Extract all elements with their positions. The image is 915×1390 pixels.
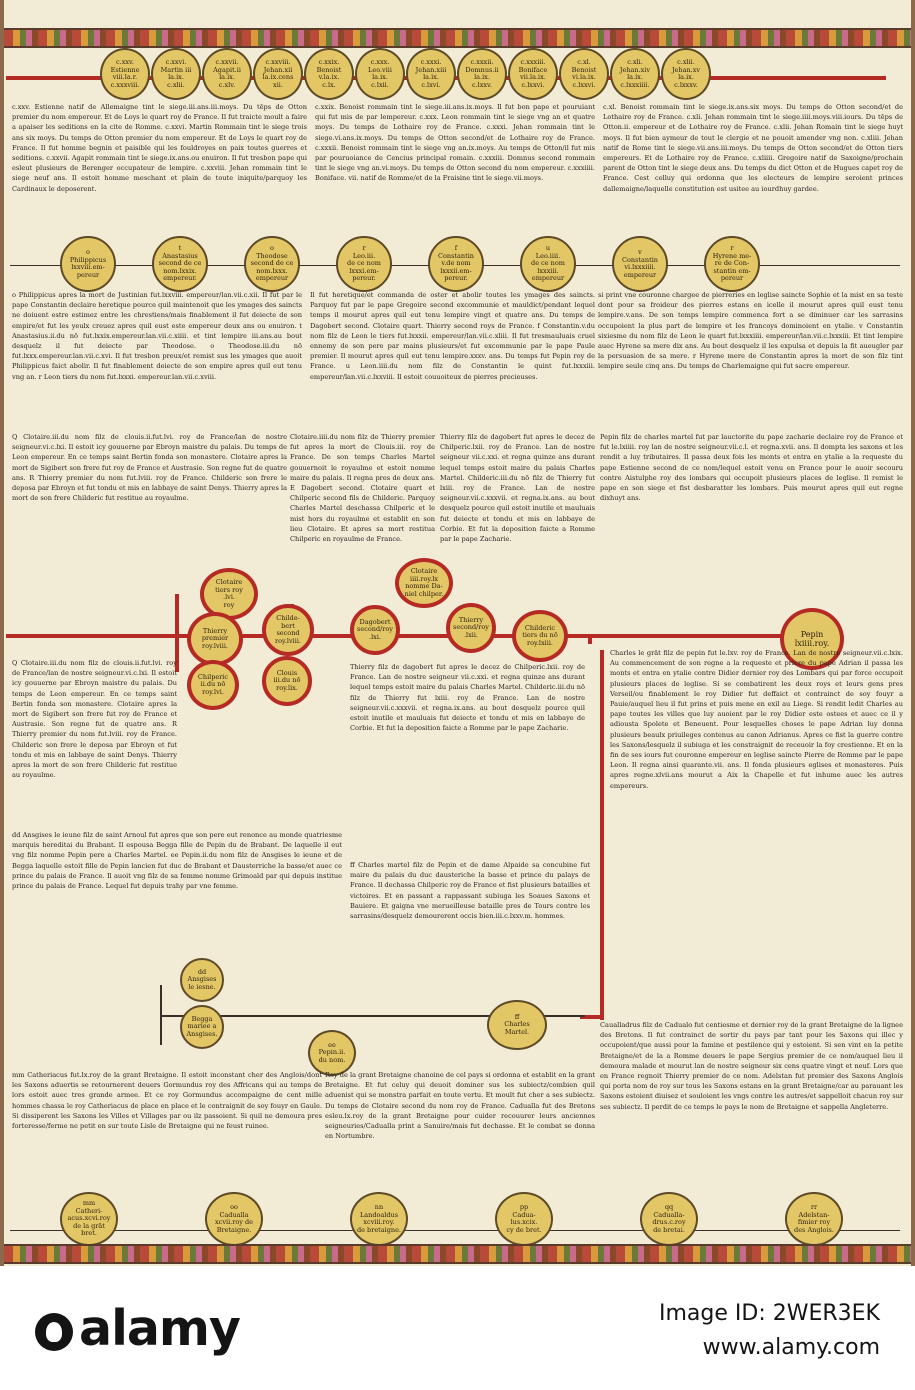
alamy-brand-text: alamy	[79, 1300, 241, 1357]
watermark-bar	[0, 1266, 915, 1390]
breton-king-medallion: oo Cadualla xcvii.roy de Bretaigne.	[205, 1192, 263, 1246]
emperor-medallion: v Constantin vi.lxxxiiii. empereur	[612, 236, 668, 292]
king-dagobert-medallion: Dagobert second/roy .lxi.	[350, 605, 400, 655]
king-pepin-medallion: Pepin lxiiii.roy.	[780, 608, 844, 670]
popes-text-right: c.xl. Benoist rommain tint le siege.ix.a…	[603, 103, 903, 193]
king-clouis-medallion: Clouis iii.du nō roy.lix.	[262, 656, 312, 706]
kings-lower-left-text: Q Clotaire.iii.du nom filz de clouis.ii.…	[12, 659, 177, 780]
bretons-text-right: Caualladrus filz de Cadualo fut centiesm…	[600, 1021, 903, 1111]
pope-medallion: c.xli. Jehan.xiv la.ix. c.lxxxiiii.	[610, 48, 660, 100]
king-childebert-medallion: Childe- bert second roy.lviii.	[262, 604, 314, 656]
begga-medallion: Begga mariee a Ansgises.	[180, 1005, 224, 1049]
pope-medallion: c.xxv. Estienne viii.la.r. c.xxxviii.	[100, 48, 150, 100]
alamy-logo: alamy	[35, 1300, 241, 1357]
bretons-text-middle: Roy de la grant Bretaigne chanoine de ce…	[325, 1071, 595, 1141]
king-clotaire-iii-medallion: Clotaire tiers roy .lvi. roy	[200, 568, 258, 620]
emperor-medallion: t Anastasius second de ce nom.lxxix. emp…	[152, 236, 208, 292]
king-clotaire-iv-medallion: Clotaire iiii.roy.lx nomme Da- niel chil…	[395, 558, 453, 608]
kings-text-left: Q Clotaire.iii.du nom filz de clouis.ii.…	[12, 433, 287, 503]
emperors-text-middle: Il fut heretique/et commanda de oster et…	[310, 291, 595, 381]
emperor-medallion: o Theodose second de ce nom.lxxx. empere…	[244, 236, 300, 292]
emperor-medallion: f Constantin v.de nom lxxxii.em- pereur.	[428, 236, 484, 292]
chronicle-sheet: c.xxv. Estienne viii.la.r. c.xxxviii.c.x…	[0, 0, 915, 1266]
emperors-text-left: o Philippicus apres la mort de Justinian…	[12, 291, 302, 381]
pepin-ii-medallion: ee Pepin.ii. du nom.	[308, 1030, 356, 1076]
popes-text-left: c.xxv. Estienne natif de Allemaigne tint…	[12, 103, 307, 193]
kings-red-line-right	[588, 634, 818, 638]
pope-medallion: c.xxxi. Jehan.xiii la.ix. c.lxvi.	[406, 48, 456, 100]
breton-king-medallion: nn Landoaldus xcviii.roy. de bretaigne.	[350, 1192, 408, 1246]
martel-line	[160, 1015, 585, 1017]
emperor-medallion: u Leo.iiii. de ce nom lxxxiii. empereur	[520, 236, 576, 292]
image-url: www.alamy.com	[702, 1335, 880, 1360]
emperor-medallion: o Philippicus lxxviii.em- pereur	[60, 236, 116, 292]
kings-red-connector	[588, 634, 592, 644]
left-margin	[0, 0, 4, 1266]
bottom-floral-border	[4, 1244, 911, 1264]
pope-medallion: c.xl. Benoist vi.la.ix. c.lxxvi.	[559, 48, 609, 100]
breton-king-medallion: rr Adelstan- fimier roy des Anglois.	[785, 1192, 843, 1246]
pope-medallion: c.xlii. Jehan.xv la.ix. c.lxxxv.	[661, 48, 711, 100]
ansgises-medallion: dd Ansgises le iesne.	[180, 958, 224, 1002]
pope-medallion: c.xxx. Leo.viii la.ix. c.lxii.	[355, 48, 405, 100]
breton-king-medallion: qq Cadualla- drus.c.roy de bretai.	[640, 1192, 698, 1246]
alamy-logo-icon	[35, 1312, 73, 1351]
pope-medallion: c.xxxiii. Boniface vii.la.ix. c.lxxvi.	[508, 48, 558, 100]
stock-image-id: Image ID: 2WER3EK www.alamy.com	[659, 1297, 880, 1365]
right-margin	[911, 0, 915, 1266]
popes-text-middle: c.xxix. Benoist rommain tint le siege.ii…	[315, 103, 595, 183]
king-chilperic-medallion: Chilperic ii.du nō roy.lvi.	[187, 660, 239, 710]
charles-red-join	[580, 1015, 604, 1019]
charles-martel-text: ff Charles martel filz de Pepin et de da…	[350, 861, 590, 921]
kings-text-right: Pepin filz de charles martel fut par lau…	[600, 433, 903, 503]
charles-le-grant-text: Charles le grāt filz de pepin fut le.lxv…	[610, 649, 903, 790]
kings-text-middle: Clotaire.iiii.du nom filz de Thierry pre…	[290, 433, 435, 544]
emperor-medallion: r Hyrene me- re de Con- stantin em- pere…	[704, 236, 760, 292]
breton-king-medallion: pp Cadua- lus.xcix. cy de bret.	[495, 1192, 553, 1246]
charles-red-descent	[600, 650, 604, 1020]
king-thierry-ii-medallion: Thierry second/roy .lxii.	[446, 603, 496, 653]
pope-medallion: c.xxxii. Domnus.ii la.ix. c.lxxv.	[457, 48, 507, 100]
charles-martel-medallion: ff Charles Martel.	[487, 1000, 547, 1050]
pope-medallion: c.xxvii. Agapit.ii la.ix. c.xlv.	[202, 48, 252, 100]
image-id-label: Image ID: 2WER3EK	[659, 1301, 880, 1326]
bretons-line	[10, 1230, 900, 1231]
pope-medallion: c.xxvi. Martin iii la.ix. c.xlii.	[151, 48, 201, 100]
emperors-text-right: si print vne couronne chargee de pierrer…	[598, 291, 903, 371]
top-floral-border	[4, 28, 911, 48]
kings-red-branch-1	[175, 594, 179, 672]
emperor-medallion: r Leo.iii. de ce nom lxxxi.em- pereur.	[336, 236, 392, 292]
king-thierry-medallion: Thierry premier roy.lviii.	[187, 612, 243, 666]
ansgises-text: dd Ansgises le ieune filz de saint Arnou…	[12, 831, 342, 891]
pope-medallion: c.xxviii. Jehan.xii la.ix.cens xii.	[253, 48, 303, 100]
pope-medallion: c.xxix. Benoist v.la.ix. c.lx.	[304, 48, 354, 100]
king-childeric-medallion: Childeric tiers du nō roy.lxiii.	[512, 610, 568, 662]
bretons-text-left: mm Catheriacus fut.lx.roy de la grant Br…	[12, 1071, 322, 1131]
kings-text-middle-2: Thierry filz de dagobert fut apres le de…	[440, 433, 595, 544]
kings-lower-mid-text: Thierry filz de dagobert fut apres le de…	[350, 663, 585, 733]
breton-king-medallion: mm Catheri- acus.xcvi.roy de la grāt bre…	[60, 1192, 118, 1246]
